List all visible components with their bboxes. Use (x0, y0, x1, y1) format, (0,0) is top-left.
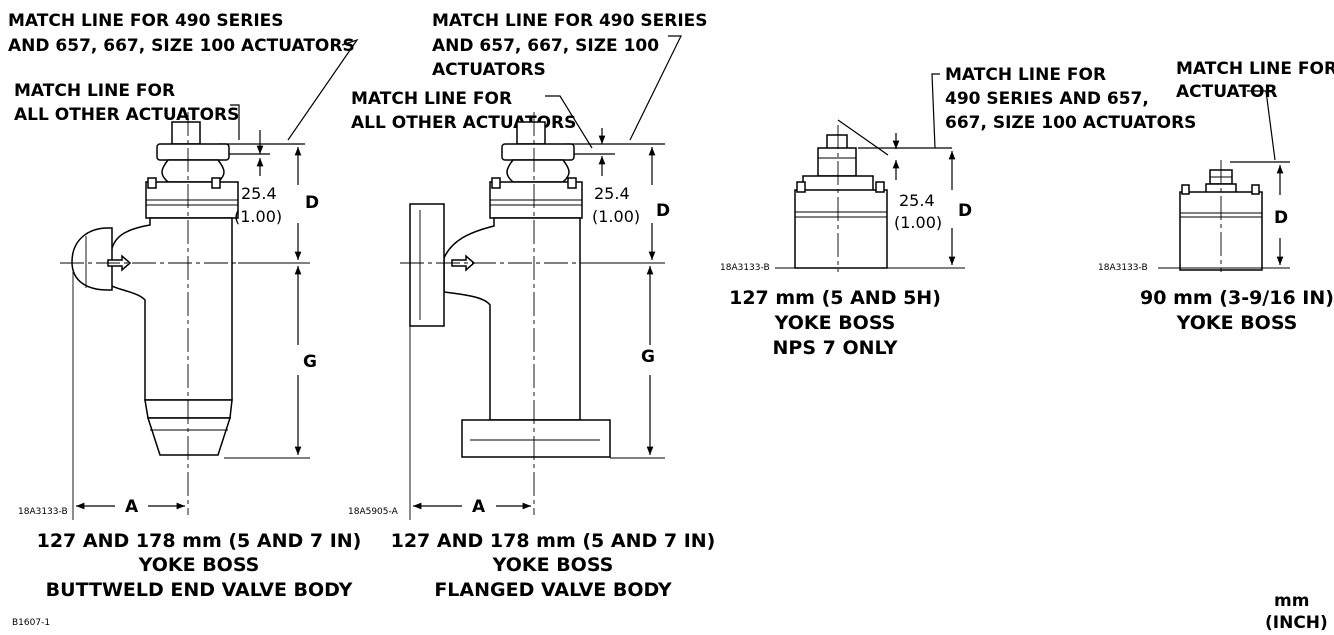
match-line-leader (1247, 90, 1276, 161)
match-line-label-line1: MATCH LINE FOR (945, 65, 1106, 85)
drawing-reference-number: 18A3133-B (1098, 263, 1148, 273)
match-line-label-line3: 667, SIZE 100 ACTUATORS (945, 113, 1196, 133)
caption-line3: FLANGED VALVE BODY (434, 579, 672, 601)
caption-line2: YOKE BOSS (138, 554, 260, 576)
yoke-boss-127-drawing (794, 134, 888, 269)
dim-d-label: D (958, 201, 972, 221)
dim-a-label: A (472, 497, 486, 517)
caption-line2: YOKE BOSS (492, 554, 614, 576)
dim-d-label: D (305, 193, 319, 213)
match-line-490-label-line2: AND 657, 667, SIZE 100 ACTUATORS (8, 36, 355, 56)
match-line-490-label-line1: MATCH LINE FOR 490 SERIES (8, 11, 284, 31)
match-line-other-label-line1: MATCH LINE FOR (351, 89, 512, 109)
dim-25-mm-label: 25.4 (594, 184, 630, 203)
figure-buttweld-body: MATCH LINE FOR 490 SERIES AND 657, 667, … (8, 11, 361, 601)
match-line-label-line2: ACTUATOR (1176, 82, 1278, 102)
caption-line2: YOKE BOSS (1176, 312, 1298, 334)
caption-line3: BUTTWELD END VALVE BODY (46, 579, 353, 601)
caption-line2: YOKE BOSS (774, 312, 896, 334)
flanged-valve-body-drawing (409, 121, 611, 458)
caption-line1: 127 AND 178 mm (5 AND 7 IN) (391, 530, 716, 552)
match-line-other-label-line2: ALL OTHER ACTUATORS (14, 105, 239, 125)
dim-25-inch-label: (1.00) (234, 207, 282, 226)
buttweld-valve-body-drawing (71, 121, 239, 456)
dim-g-label: G (641, 347, 655, 367)
units-label-line1: mm (1274, 591, 1309, 611)
figure-yoke-boss-127: MATCH LINE FOR 490 SERIES AND 657, 667, … (720, 65, 1196, 359)
drawing-id: B1607-1 (12, 618, 50, 628)
match-line-490-label-line1: MATCH LINE FOR 490 SERIES (432, 11, 708, 31)
match-line-490-leader (287, 38, 359, 141)
figure-flanged-body: MATCH LINE FOR 490 SERIES AND 657, 667, … (348, 11, 715, 601)
dim-a-label: A (125, 497, 139, 517)
match-line-490-label-line2: AND 657, 667, SIZE 100 (432, 36, 659, 56)
match-line-other-label-line1: MATCH LINE FOR (14, 81, 175, 101)
dim-d-label: D (1274, 208, 1288, 228)
units-label-line2: (INCH) (1265, 613, 1328, 633)
dim-25-inch-label: (1.00) (894, 213, 942, 232)
match-line-490-label-line3: ACTUATORS (432, 60, 546, 80)
match-line-490-leader (629, 35, 682, 141)
match-line-pointer (837, 119, 889, 156)
dim-25-inch-label: (1.00) (592, 207, 640, 226)
match-line-label-line2: 490 SERIES AND 657, (945, 89, 1149, 109)
caption-line3: NPS 7 ONLY (773, 337, 898, 359)
caption-line1: 127 AND 178 mm (5 AND 7 IN) (37, 530, 362, 552)
match-line-other-leader (230, 104, 240, 140)
dim-25-mm-label: 25.4 (241, 184, 277, 203)
drawing-reference-number: 18A3133-B (18, 507, 68, 517)
drawing-reference-number: 18A3133-B (720, 263, 770, 273)
match-line-leader (931, 73, 940, 149)
drawing-reference-number: 18A5905-A (348, 507, 399, 517)
caption-line1: 90 mm (3-9/16 IN) (1140, 287, 1334, 309)
dim-25-mm-label: 25.4 (899, 191, 935, 210)
dim-g-label: G (303, 352, 317, 372)
match-line-label-line1: MATCH LINE FOR (1176, 59, 1334, 79)
figure-yoke-boss-90: MATCH LINE FOR ACTUATOR D 18A3133-B 90 m… (1098, 59, 1334, 334)
dim-d-label: D (656, 201, 670, 221)
caption-line1: 127 mm (5 AND 5H) (729, 287, 941, 309)
match-line-other-leader (545, 95, 593, 149)
